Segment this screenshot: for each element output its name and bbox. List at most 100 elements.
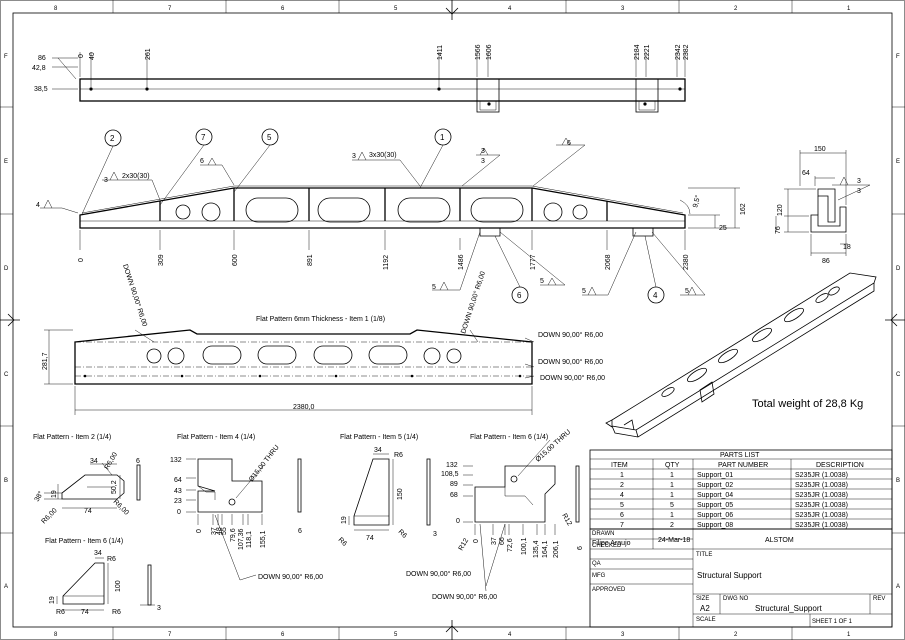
balloon-number: 5 bbox=[267, 133, 272, 142]
sheet-size: A2 bbox=[700, 604, 710, 613]
zone-row-label: E bbox=[4, 159, 8, 165]
field-label: SIZE bbox=[696, 596, 709, 602]
zone-row-label: D bbox=[4, 266, 9, 272]
dim-label: 120 bbox=[777, 204, 784, 216]
dim-label: 164,1 bbox=[542, 540, 549, 558]
zone-row-label: D bbox=[896, 266, 901, 272]
weld-size: 3 bbox=[481, 158, 485, 165]
dim-label: 38° bbox=[33, 490, 45, 503]
field-label: CHECKED bbox=[592, 543, 622, 549]
drawing-title: Structural Support bbox=[697, 571, 762, 580]
dim-label: 74 bbox=[366, 535, 374, 542]
zone-row-label: A bbox=[4, 584, 8, 590]
field-label: SCALE bbox=[696, 617, 716, 623]
table-cell: 1 bbox=[670, 472, 674, 479]
dim-label: 2380,0 bbox=[293, 404, 315, 411]
dim-label: 64 bbox=[174, 477, 182, 484]
dim-label: 25 bbox=[719, 225, 727, 232]
table-cell: 5 bbox=[670, 502, 674, 509]
zone-row-label: C bbox=[896, 372, 901, 378]
weld-size: 6 bbox=[200, 158, 204, 165]
dim-label: 19 bbox=[51, 490, 58, 498]
dim-label: 89 bbox=[450, 481, 458, 488]
dim-label: 2184 bbox=[634, 44, 641, 60]
dim-label: 100 bbox=[115, 580, 122, 592]
dim-label: 55 bbox=[221, 527, 228, 535]
zone-col-label: 6 bbox=[281, 632, 285, 638]
table-cell: 1 bbox=[670, 492, 674, 499]
dim-label: 3 bbox=[433, 531, 437, 538]
table-cell: 1 bbox=[620, 472, 624, 479]
dim-label: 0 bbox=[78, 258, 85, 262]
top-view: 86 42,8 38,5 0 40 261 1411 1566 1606 218… bbox=[32, 44, 690, 113]
bend-note: DOWN 90,00° R6,00 bbox=[540, 374, 605, 382]
dim-label: 108,5 bbox=[441, 471, 459, 478]
view-title: Flat Pattern - Item 6 (1/4) bbox=[470, 434, 548, 441]
weld-text: 2x30(30) bbox=[122, 173, 150, 180]
dim-label: 1411 bbox=[437, 45, 444, 60]
weld-size: 6 bbox=[567, 140, 571, 147]
dim-label: 0 bbox=[196, 529, 203, 533]
bend-note: DOWN 90,00° R6,00 bbox=[538, 331, 603, 339]
section-view: 150 64 120 76 18 86 3 3 bbox=[775, 146, 861, 265]
bend-note: DOWN 90,00° R6,00 bbox=[258, 573, 323, 581]
weld-size: 3 bbox=[857, 178, 861, 185]
dim-label: 86 bbox=[38, 55, 46, 62]
dim-label: 37 bbox=[211, 527, 218, 535]
balloon-number: 4 bbox=[653, 291, 658, 300]
dim-label: 50,2 bbox=[111, 480, 118, 494]
table-cell: S235JR (1.0038) bbox=[795, 522, 848, 529]
field-label: DWG NO bbox=[723, 596, 749, 602]
dim-label: 100,1 bbox=[521, 537, 528, 555]
dim-label: R6,00 bbox=[112, 498, 130, 516]
zone-col-label: 4 bbox=[508, 632, 512, 638]
dim-label: 132 bbox=[170, 457, 182, 464]
dim-label: 107,36 bbox=[238, 528, 245, 550]
weld-size: 3 bbox=[104, 177, 108, 184]
weld-size: 5 bbox=[685, 288, 689, 295]
dim-label: 38,5 bbox=[34, 86, 48, 93]
dim-label: 43 bbox=[174, 488, 182, 495]
dim-label: 9,5° bbox=[691, 194, 702, 208]
view-title: Flat Pattern - Item 5 (1/4) bbox=[340, 434, 418, 441]
zone-col-label: 2 bbox=[734, 632, 738, 638]
radius-label: R12 bbox=[560, 513, 573, 528]
dim-label: 2382 bbox=[683, 44, 690, 60]
view-title: Flat Pattern - Item 2 (1/4) bbox=[33, 434, 111, 441]
dim-label: 600 bbox=[232, 254, 239, 266]
bend-note: DOWN 90,00° R6,00 bbox=[538, 358, 603, 366]
dim-label: 19 bbox=[49, 596, 56, 604]
column-header: DESCRIPTION bbox=[816, 462, 864, 469]
weld-size: 3 bbox=[352, 153, 356, 160]
dim-label: 1192 bbox=[383, 255, 390, 270]
table-cell: S235JR (1.0038) bbox=[795, 482, 848, 489]
dim-label: R6 bbox=[56, 609, 65, 616]
table-cell: 5 bbox=[620, 502, 624, 509]
dim-label: 132 bbox=[446, 462, 458, 469]
zone-col-label: 1 bbox=[847, 632, 851, 638]
dim-label: 1566 bbox=[475, 44, 482, 60]
isometric-view: Total weight of 28,8 Kg bbox=[605, 272, 877, 438]
weld-size: 5 bbox=[540, 278, 544, 285]
zone-col-label: 5 bbox=[394, 632, 398, 638]
table-cell: Support_02 bbox=[697, 482, 733, 489]
table-cell: 1 bbox=[670, 482, 674, 489]
column-header: ITEM bbox=[611, 462, 628, 469]
zone-row-label: C bbox=[4, 372, 9, 378]
dim-label: 66 bbox=[499, 537, 506, 545]
dim-label: 48 bbox=[216, 527, 223, 535]
column-header: QTY bbox=[665, 462, 680, 469]
company-name: ALSTOM bbox=[765, 537, 794, 544]
dim-label: 74 bbox=[81, 609, 89, 616]
balloon-number: 1 bbox=[440, 133, 445, 142]
dim-label: 1486 bbox=[458, 254, 465, 270]
dim-label: 23 bbox=[174, 498, 182, 505]
zone-col-label: 5 bbox=[394, 6, 398, 12]
zone-col-label: 8 bbox=[54, 632, 58, 638]
dim-label: R6 bbox=[337, 536, 348, 547]
table-cell: S235JR (1.0038) bbox=[795, 502, 848, 509]
balloon-number: 2 bbox=[110, 134, 115, 143]
balloon-number: 6 bbox=[517, 291, 522, 300]
dim-label: R6 bbox=[397, 528, 408, 539]
